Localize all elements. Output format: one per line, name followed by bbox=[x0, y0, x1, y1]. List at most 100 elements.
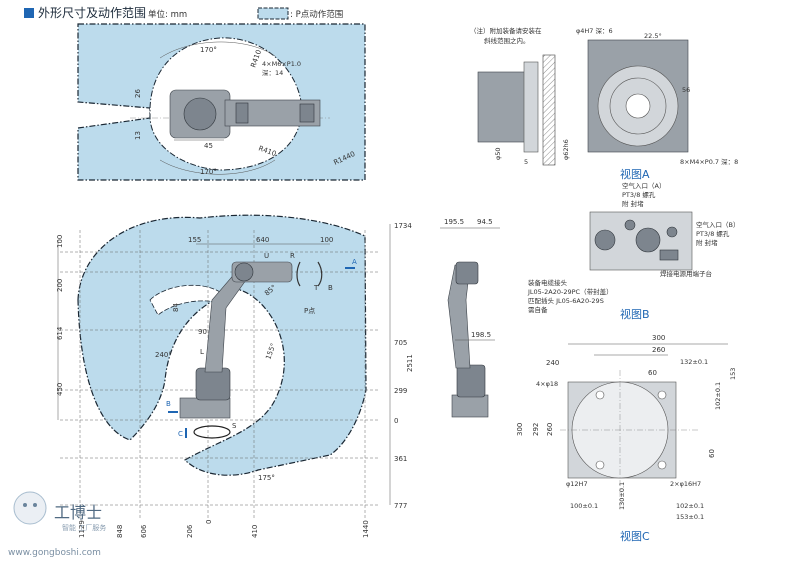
view-c-dim-102-right: 102±0.1 bbox=[714, 382, 722, 410]
watermark-brand: 工博士 bbox=[54, 503, 102, 522]
view-a-caption: 视图A bbox=[620, 167, 650, 181]
view-c-dim-153-bottom: 153±0.1 bbox=[676, 513, 704, 521]
top-view: 170° 170° R410 R410 R1440 26 13 45 4×M6×… bbox=[77, 23, 366, 181]
axis-l: L bbox=[200, 348, 204, 356]
view-c-dim-130: 130±0.1 bbox=[618, 482, 626, 510]
right-dim-705: 705 bbox=[394, 339, 407, 347]
view-a-d4h7: φ4H7 深：6 bbox=[576, 26, 613, 35]
view-a: （注）附加装备请安装在 斜线范围之内。 φ4H7 深：6 22.5° 56 φ5… bbox=[470, 26, 738, 181]
view-c-dim-153-right: 153 bbox=[729, 368, 737, 380]
legend-label: : P点动作范围 bbox=[290, 9, 343, 20]
air-a-3: 附 封堵 bbox=[622, 199, 644, 208]
side-dim-614: 614 bbox=[56, 326, 64, 340]
page-title: 外形尺寸及动作范围 bbox=[38, 6, 146, 20]
side-dim-90: 90 bbox=[198, 328, 207, 336]
axis-b: B bbox=[328, 284, 333, 292]
view-c-dim-100: 100±0.1 bbox=[570, 502, 598, 510]
side-dim-200: 200 bbox=[56, 279, 64, 292]
view-c-dim-260: 260 bbox=[652, 346, 665, 354]
robot-top-turret bbox=[183, 97, 217, 131]
axis-t: T bbox=[313, 284, 319, 292]
axis-u: U bbox=[264, 252, 269, 260]
view-a-dim-50: φ50 bbox=[494, 147, 502, 160]
view-c-12h7: φ12H7 bbox=[566, 480, 588, 488]
right-dim-2511: 2511 bbox=[406, 354, 414, 372]
arrow-c-label: C bbox=[178, 430, 183, 438]
view-a-side-body bbox=[477, 71, 529, 143]
view-a-note-1: （注）附加装备请安装在 bbox=[470, 26, 542, 35]
top-dim-26: 26 bbox=[134, 89, 142, 98]
bottom-dim-206: 206 bbox=[186, 524, 194, 538]
view-a-hatch-zone bbox=[542, 54, 556, 166]
top-angle-170-bottom: 170° bbox=[200, 168, 217, 176]
view-a-angle: 22.5° bbox=[644, 32, 662, 40]
bottom-dim-0: 0 bbox=[205, 520, 213, 524]
side-dim-640: 640 bbox=[256, 236, 269, 244]
view-c-dim-132: 132±0.1 bbox=[680, 358, 708, 366]
top-holes-note: 4×M6×P1.0 bbox=[262, 60, 301, 68]
unit-label: 单位: mm bbox=[148, 9, 187, 20]
air-b-1: 空气入口（B） bbox=[696, 220, 739, 229]
side-dim-155: 155 bbox=[188, 236, 201, 244]
top-depth-note: 深：14 bbox=[262, 68, 283, 77]
bottom-dim-1440: 1440 bbox=[362, 520, 370, 538]
view-c-dim-240: 240 bbox=[546, 359, 559, 367]
view-c-dim-300-v: 300 bbox=[516, 423, 524, 436]
cable-label-1: 装备电缆接头 bbox=[528, 278, 568, 287]
view-c-caption: 视图C bbox=[620, 529, 650, 543]
view-a-note-2: 斜线范围之内。 bbox=[484, 36, 530, 45]
right-dim-0: 0 bbox=[394, 417, 398, 425]
front-dim-195-5: 195.5 bbox=[444, 218, 464, 226]
top-dim-13: 13 bbox=[134, 131, 142, 140]
view-a-dim-62: φ62h6 bbox=[562, 139, 570, 160]
axis-r: R bbox=[290, 252, 295, 260]
air-b-2: PT3/8 螺孔 bbox=[696, 229, 730, 238]
welding-terminal-label: 焊接电源用端子台 bbox=[660, 269, 712, 278]
title-square-icon bbox=[24, 8, 34, 18]
air-a-1: 空气入口（A） bbox=[622, 181, 665, 190]
cable-label-2: JL05-2A20-29PC（带封盖） bbox=[527, 287, 613, 296]
side-angle-175: 175° bbox=[258, 474, 275, 482]
view-b-caption: 视图B bbox=[620, 307, 650, 321]
bottom-dim-1129: 1129 bbox=[78, 520, 86, 538]
bottom-dim-606: 606 bbox=[140, 524, 148, 538]
side-view: 155 640 100 100 200 614 450 84 90 85° 15… bbox=[56, 214, 414, 538]
view-c-dim-292: 292 bbox=[532, 423, 540, 436]
front-dim-94-5: 94.5 bbox=[477, 218, 493, 226]
right-dim-777: 777 bbox=[394, 502, 407, 510]
watermark-url: www.gongboshi.com bbox=[8, 548, 101, 558]
cable-label-4: 需自备 bbox=[528, 305, 548, 314]
watermark: 工博士 智能 工厂服务 www.gongboshi.com bbox=[8, 491, 106, 558]
robot-side-base bbox=[179, 397, 231, 419]
axis-s: S bbox=[232, 422, 237, 430]
side-view-range-area bbox=[77, 214, 367, 476]
side-dim-100: 100 bbox=[56, 235, 64, 248]
side-angle-240: 240° bbox=[155, 351, 172, 359]
arrow-a-label: A bbox=[352, 258, 357, 266]
robot-side-turret bbox=[195, 367, 231, 401]
side-dim-100-top: 100 bbox=[320, 236, 333, 244]
top-dim-45: 45 bbox=[204, 142, 213, 150]
p-point-label: P点 bbox=[304, 307, 315, 315]
view-a-holes: 8×M4×P0.7 深：8 bbox=[680, 157, 738, 166]
mascot-icon bbox=[13, 491, 47, 525]
view-b: 空气入口（A） PT3/8 螺孔 附 封堵 空气入口（B） PT3/8 螺孔 附… bbox=[527, 181, 739, 321]
view-c-2x16: 2×φ16H7 bbox=[670, 480, 701, 488]
front-dim-198-5: 198.5 bbox=[471, 331, 491, 339]
view-c: 300 260 240 60 132±0.1 102±0.1 153 4×φ18… bbox=[516, 334, 737, 543]
side-angle-155: 155° bbox=[264, 342, 277, 361]
right-dim-1734: 1734 bbox=[394, 222, 412, 230]
legend-swatch bbox=[257, 7, 289, 20]
side-dim-450: 450 bbox=[56, 383, 64, 396]
bottom-dim-410: 410 bbox=[251, 525, 259, 538]
bottom-dim-848: 848 bbox=[116, 525, 124, 538]
side-dim-84: 84 bbox=[172, 303, 180, 312]
view-c-dim-260-v: 260 bbox=[546, 423, 554, 436]
arrow-b-label: B bbox=[166, 400, 171, 408]
view-c-dim-60: 60 bbox=[648, 369, 657, 377]
robot-front-base bbox=[451, 394, 489, 418]
air-b-3: 附 封堵 bbox=[696, 238, 718, 247]
view-c-dim-60-v: 60 bbox=[708, 449, 716, 458]
